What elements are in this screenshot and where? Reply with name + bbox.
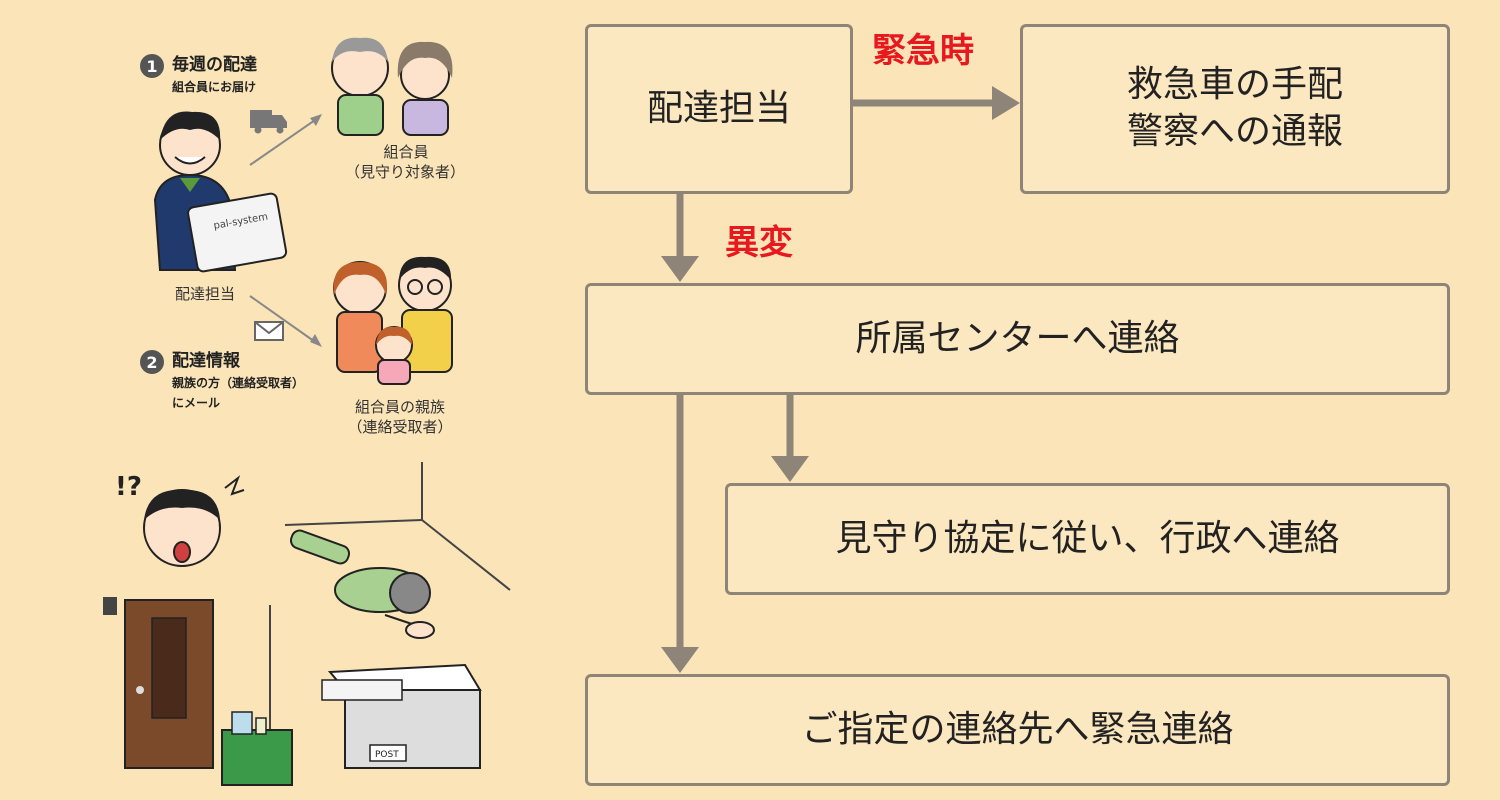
family-illustration [333, 256, 453, 385]
door-illustration [103, 597, 214, 769]
room-walls [269, 462, 511, 745]
illustration-panel: pal-system [103, 37, 511, 786]
family-sublabel: （連絡受取者） [347, 418, 453, 436]
mailbox-label: POST [375, 750, 399, 760]
step2-title: 配達情報 [172, 351, 240, 371]
collapsed-person-illustration [289, 529, 435, 639]
mailbox-illustration: POST [321, 663, 482, 769]
box-government-contact: 見守り協定に従い、行政へ連絡 [725, 483, 1450, 595]
label-emergency: 緊急時 [872, 31, 974, 71]
box-ambulance-line2: 警察への通報 [1126, 111, 1343, 152]
box-center-contact: 所属センターへ連絡 [585, 283, 1450, 395]
member-sublabel: （見守り対象者） [344, 163, 465, 181]
step2-badge: 2 [140, 350, 164, 374]
box-government-contact-text: 見守り協定に従い、行政へ連絡 [835, 517, 1340, 559]
svg-text:!?: !? [115, 472, 142, 502]
courier-label: 配達担当 [175, 285, 236, 303]
family-label: 組合員の親族 [354, 398, 445, 416]
box-delivery-staff: 配達担当 [585, 24, 853, 194]
mail-arrow [249, 295, 319, 345]
step2-subtitle-line1: 親族の方（連絡受取者） [172, 376, 305, 390]
elderly-couple-illustration [331, 37, 453, 136]
box-ambulance-police: 救急車の手配 警察への通報 [1020, 24, 1450, 194]
step1-badge: 1 [140, 54, 164, 78]
delivery-arrow [249, 117, 319, 166]
box-emergency-contact-text: ご指定の連絡先へ緊急連絡 [801, 708, 1234, 750]
courier-illustration: pal-system [153, 111, 288, 273]
member-label: 組合員 [383, 143, 429, 161]
truck-icon [250, 110, 287, 134]
box-delivery-staff-text: 配達担当 [646, 87, 791, 129]
label-abnormal: 異変 [725, 223, 793, 263]
mail-icon [254, 321, 284, 341]
step1-subtitle: 組合員にお届け [172, 80, 257, 94]
crate-illustration [221, 711, 293, 786]
surprised-man-illustration: !? [115, 472, 245, 567]
box-emergency-contact: ご指定の連絡先へ緊急連絡 [585, 674, 1450, 786]
step1-title: 毎週の配達 [172, 55, 257, 75]
step2-subtitle-line2: にメール [172, 396, 221, 410]
box-center-contact-text: 所属センターへ連絡 [855, 317, 1180, 359]
box-ambulance-line1: 救急車の手配 [1126, 64, 1343, 106]
